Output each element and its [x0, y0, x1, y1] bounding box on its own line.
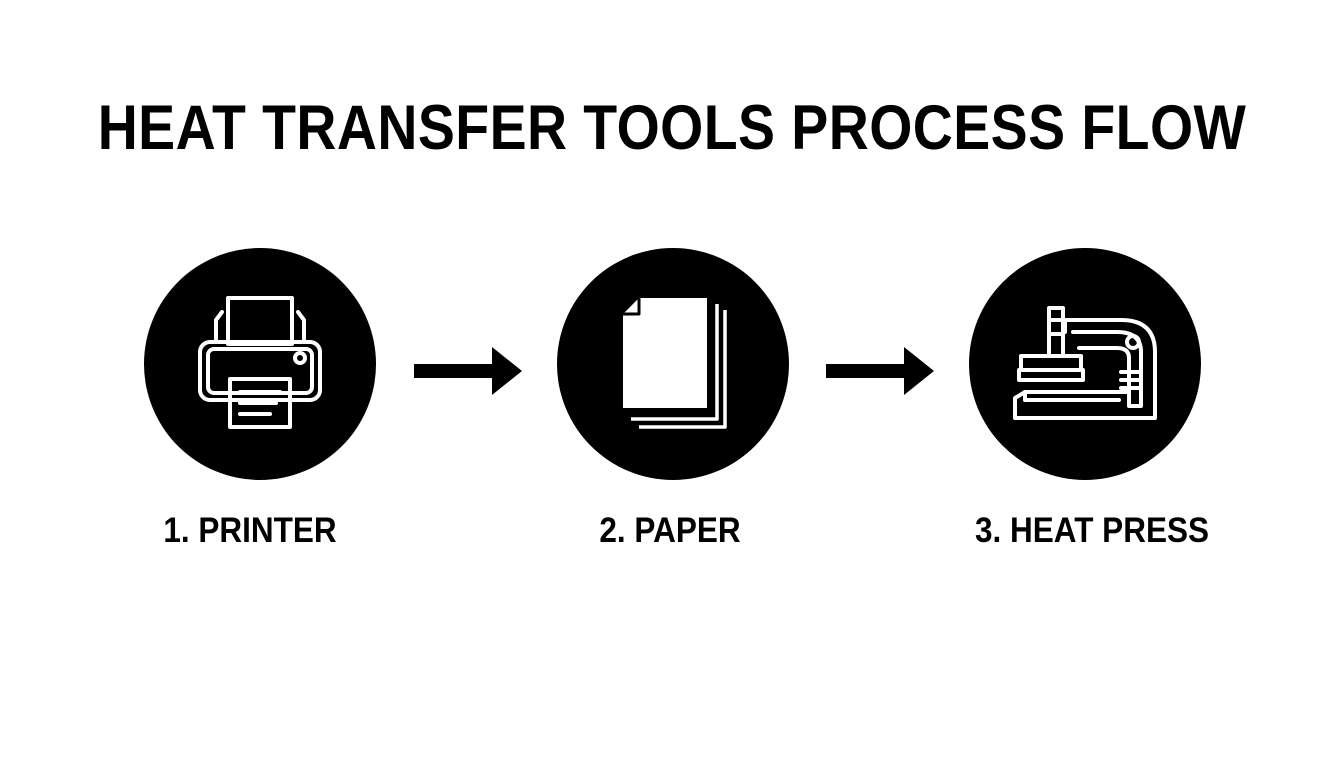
step-2-circle [557, 248, 789, 480]
heat-press-icon [1013, 306, 1157, 420]
diagram-title: HEAT TRANSFER TOOLS PROCESS FLOW [97, 93, 1247, 163]
paper-stack-icon [623, 298, 727, 429]
printer-icon [198, 296, 322, 429]
step-3-circle [969, 248, 1201, 480]
arrow-right-icon [826, 347, 934, 395]
arrow-right-icon [414, 347, 522, 395]
step-2-label: 2. PAPER [599, 511, 741, 550]
step-1-circle [144, 248, 376, 480]
step-3-label: 3. HEAT PRESS [975, 511, 1209, 550]
step-1-label: 1. PRINTER [163, 511, 337, 550]
